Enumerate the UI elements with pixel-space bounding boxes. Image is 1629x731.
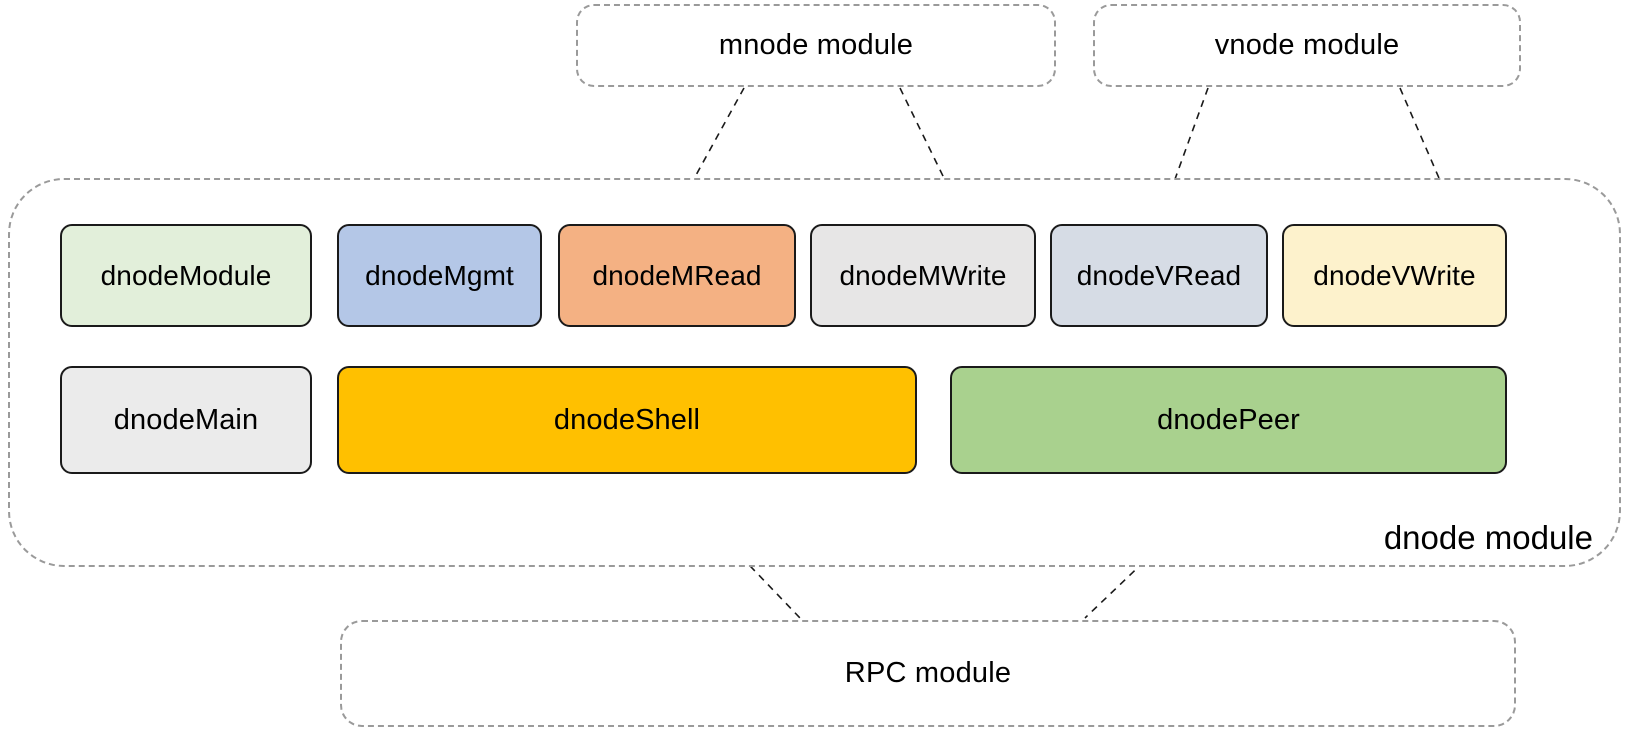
node-label-dnode-mwrite: dnodeMWrite: [839, 259, 1007, 291]
node-label-dnode-vread: dnodeVRead: [1076, 259, 1242, 291]
node-box-dnode-vwrite[interactable]: dnodeVWrite: [1282, 224, 1507, 327]
node-box-dnode-mgmt[interactable]: dnodeMgmt: [337, 224, 542, 327]
node-box-dnode-module[interactable]: dnodeModule: [60, 224, 312, 327]
vnode-module-box[interactable]: vnode module: [1093, 4, 1521, 87]
node-label-dnode-peer: dnodePeer: [1157, 403, 1300, 436]
node-box-dnode-peer[interactable]: dnodePeer: [950, 366, 1507, 474]
rpc-module-label: RPC module: [844, 657, 1012, 689]
node-label-dnode-shell: dnodeShell: [553, 403, 701, 436]
node-box-dnode-vread[interactable]: dnodeVRead: [1050, 224, 1268, 327]
node-label-dnode-main: dnodeMain: [113, 403, 259, 436]
rpc-module-box[interactable]: RPC module: [340, 620, 1516, 727]
node-box-dnode-main[interactable]: dnodeMain: [60, 366, 312, 474]
node-box-dnode-mread[interactable]: dnodeMRead: [558, 224, 796, 327]
vnode-module-label: vnode module: [1214, 29, 1400, 61]
mnode-module-label: mnode module: [718, 29, 914, 61]
mnode-module-box[interactable]: mnode module: [576, 4, 1056, 87]
dnode-module-container[interactable]: dnodeModule dnodeMgmt dnodeMRead dnodeMW…: [8, 178, 1621, 567]
node-box-dnode-mwrite[interactable]: dnodeMWrite: [810, 224, 1036, 327]
node-box-dnode-shell[interactable]: dnodeShell: [337, 366, 917, 474]
node-label-dnode-vwrite: dnodeVWrite: [1313, 259, 1476, 291]
dnode-module-label: dnode module: [1383, 519, 1593, 556]
node-label-dnode-mgmt: dnodeMgmt: [365, 259, 514, 291]
node-label-dnode-module: dnodeModule: [100, 259, 272, 291]
node-label-dnode-mread: dnodeMRead: [592, 259, 762, 291]
